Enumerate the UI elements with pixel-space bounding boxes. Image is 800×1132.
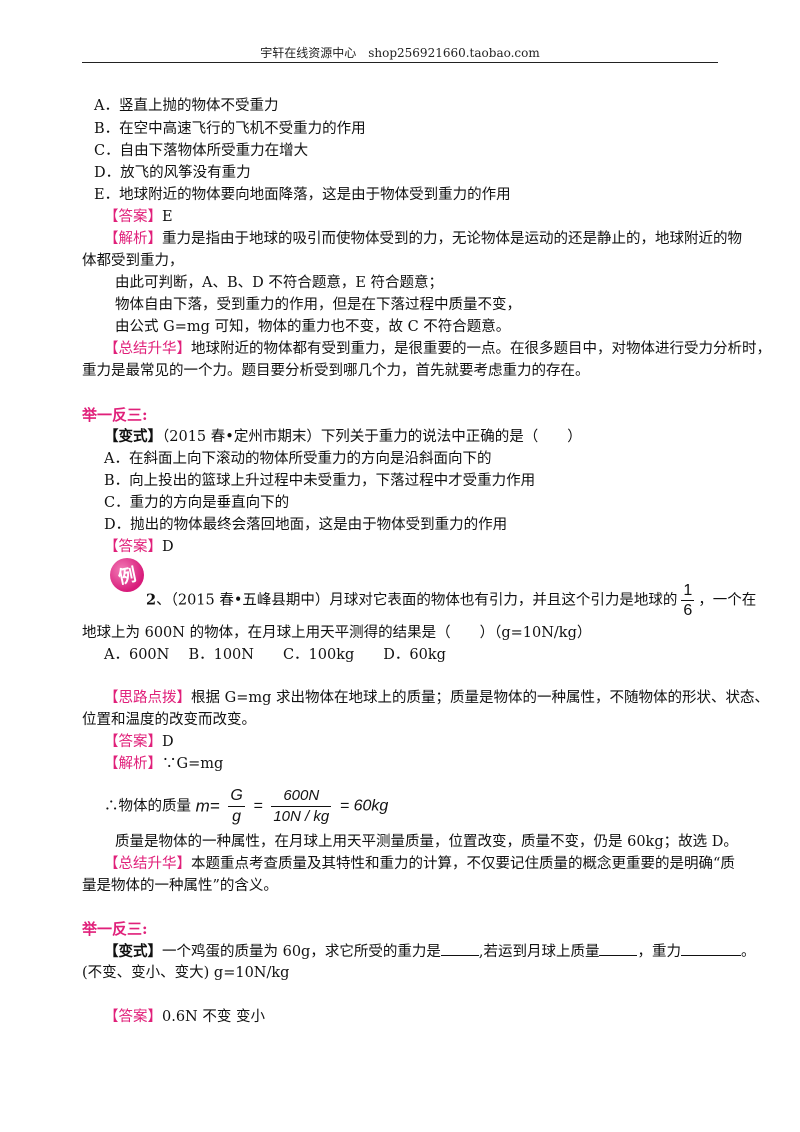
answer-value: E (162, 209, 173, 225)
answer-blank-weight[interactable] (440, 941, 479, 956)
variant2-stem: 【变式】一个鸡蛋的质量为 60g，求它所受的重力是 ,若运到月球上质量 ，重力 。 (104, 941, 755, 962)
q1-analysis-line-4: 物体自由下落，受到重力的作用，但是在下落过程中质量不变， (115, 297, 521, 313)
q1-answer: 【答案】E (104, 207, 173, 227)
answer-tag: 【答案】 (104, 1009, 162, 1025)
fraction-numerator: 1 (683, 582, 693, 599)
example2-answer: 【答案】D (104, 732, 174, 752)
analysis-tag: 【解析】 (104, 231, 162, 247)
variant1-option-c: C．重力的方向是垂直向下的 (104, 495, 290, 511)
header-divider (82, 62, 718, 63)
q1-summary-line-2: 重力是最常见的一个力。题目要分析受到哪几个力，首先就要考虑重力的存在。 (82, 363, 590, 379)
variant1-stem: 【变式】（2015 春•定州市期末）下列关于重力的说法中正确的是（ ） (104, 427, 582, 447)
q1-option-e: E．地球附近的物体要向地面降落，这是由于物体受到重力的作用 (94, 187, 511, 203)
hint-text: 根据 G=mg 求出物体在地球上的质量；质量是物体的一种属性，不随物体的形状、状… (191, 690, 769, 706)
example2-stem-line-1: 2、（2015 春•五峰县期中）月球对它表面的物体也有引力，并且这个引力是地球的… (146, 581, 756, 620)
variant1-option-b: B．向上投出的篮球上升过程中未受重力，下落过程中才受重力作用 (104, 473, 536, 489)
fraction-numerator: G (230, 787, 243, 804)
stem-text-c: ，重力 (637, 944, 681, 960)
fraction-denominator: 6 (681, 600, 695, 619)
variant1-answer: 【答案】D (104, 537, 174, 557)
example2-hint-line-2: 位置和温度的改变而改变。 (82, 712, 256, 728)
example-badge-icon: 例 (110, 558, 144, 592)
q1-summary-line-1: 【总结升华】地球附近的物体都有受到重力，是很重要的一点。在很多题目中，对物体进行… (104, 339, 771, 359)
example2-analysis-last: 质量是物体的一种属性，在月球上用天平测量质量，位置改变，质量不变，仍是 60kg… (115, 834, 738, 850)
formula-result: = 60kg (339, 797, 389, 815)
variant-tag: 【变式】 (104, 943, 162, 960)
variant2-heading: 举一反三: (82, 920, 148, 938)
formula-equals: = (253, 797, 263, 815)
answer-value: D (162, 539, 174, 555)
stem-text-b: ,若运到月球上质量 (478, 944, 600, 960)
variant1-option-a: A．在斜面上向下滚动的物体所受重力的方向是沿斜面向下的 (104, 451, 492, 467)
fraction-value: 600N 10N / kg (271, 786, 332, 827)
example2-summary-line-1: 【总结升华】本题重点考查质量及其特性和重力的计算，不仅要记住质量的概念更重要的是… (104, 854, 735, 874)
stem-text-end: ，一个在 (698, 592, 757, 609)
q1-option-d: D．放飞的风筝没有重力 (94, 165, 251, 181)
variant-tag: 【变式】 (104, 428, 162, 445)
fraction-denominator: g (228, 806, 245, 827)
fraction-denominator: 10N / kg (271, 806, 332, 825)
answer-tag: 【答案】 (104, 539, 162, 555)
q1-option-b: B．在空中高速飞行的飞机不受重力的作用 (94, 121, 366, 137)
answer-value: 0.6N 不变 变小 (162, 1009, 265, 1025)
analysis-text: 重力是指由于地球的吸引而使物体受到的力，无论物体是运动的还是静止的，地球附近的物 (162, 231, 742, 247)
variant2-stem-line-2: (不变、变小、变大) g=10N/kg (82, 965, 290, 981)
answer-tag: 【答案】 (104, 209, 162, 225)
example2-hint-line-1: 【思路点拨】根据 G=mg 求出物体在地球上的质量；质量是物体的一种属性，不随物… (104, 688, 769, 708)
formula-m: m= (195, 796, 220, 816)
example2-stem-line-2: 地球上为 600N 的物体，在月球上用天平测得的结果是（ ）（g=10N/kg） (82, 625, 592, 641)
stem-text: 、（2015 春•五峰县期中）月球对它表面的物体也有引力，并且这个引力是地球的 (156, 592, 678, 609)
analysis-text: ∵G=mg (162, 756, 224, 772)
example2-summary-line-2: 量是物体的一种属性”的含义。 (82, 878, 278, 894)
variant1-heading: 举一反三: (82, 406, 148, 424)
example-number: 2 (146, 591, 157, 609)
summary-text: 本题重点考查质量及其特性和重力的计算，不仅要记住质量的概念更重要的是明确“质 (191, 856, 735, 872)
answer-value: D (162, 734, 174, 750)
analysis-tag: 【解析】 (104, 756, 162, 772)
answer-blank-mass[interactable] (599, 941, 638, 956)
variant-stem-text: （2015 春•定州市期末）下列关于重力的说法中正确的是（ ） (162, 429, 582, 445)
stem-text-a: 一个鸡蛋的质量为 60g，求它所受的重力是 (162, 944, 441, 960)
summary-tag: 【总结升华】 (104, 341, 191, 357)
example2-options: A．600N B．100N C．100kg D．60kg (104, 647, 446, 663)
fraction-numerator: 600N (283, 787, 320, 804)
page-header: 宇轩在线资源中心 shop256921660.taobao.com (260, 46, 540, 60)
q1-option-c: C．自由下落物体所受重力在增大 (94, 143, 309, 159)
example2-analysis-first: 【解析】∵G=mg (104, 754, 223, 774)
variant2-answer: 【答案】0.6N 不变 变小 (104, 1007, 265, 1027)
q1-analysis-line-1: 【解析】重力是指由于地球的吸引而使物体受到的力，无论物体是运动的还是静止的，地球… (104, 229, 742, 249)
q1-analysis-line-2: 体都受到重力， (82, 253, 184, 269)
answer-tag: 【答案】 (104, 734, 162, 750)
q1-analysis-line-3: 由此可判断，A、B、D 不符合题意，E 符合题意； (115, 275, 444, 291)
answer-blank-gravity[interactable] (680, 941, 741, 956)
stem-text-d: 。 (740, 944, 756, 960)
summary-text: 地球附近的物体都有受到重力，是很重要的一点。在很多题目中，对物体进行受力分析时， (191, 341, 771, 357)
hint-tag: 【思路点拨】 (104, 690, 191, 706)
variant1-option-d: D．抛出的物体最终会落回地面，这是由于物体受到重力的作用 (104, 517, 508, 533)
formula-prefix: ∴物体的质量 (104, 798, 191, 815)
badge-label: 例 (116, 564, 139, 589)
q1-analysis-line-5: 由公式 G=mg 可知，物体的重力也不变，故 C 不符合题意。 (115, 319, 511, 335)
q1-option-a: A．竖直上抛的物体不受重力 (94, 98, 279, 114)
summary-tag: 【总结升华】 (104, 856, 191, 872)
